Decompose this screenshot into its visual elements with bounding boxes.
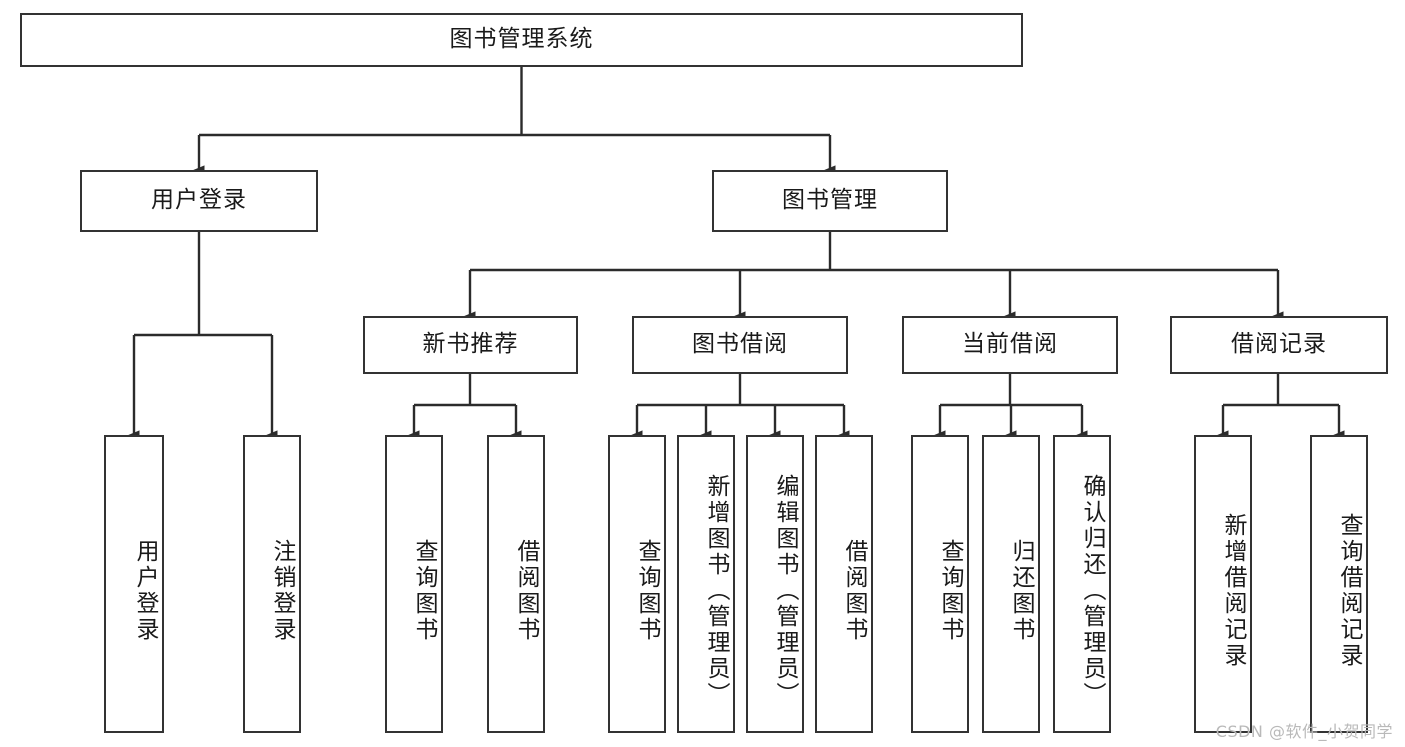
node-new-book-recommend-label: 新书推荐 bbox=[422, 331, 519, 358]
node-leaf-borrow-book-rec-label: 借阅图书 bbox=[513, 539, 539, 643]
node-user-login-label: 用户登录 bbox=[151, 187, 247, 214]
node-leaf-edit-book-admin-label: 编辑图书（管理员） bbox=[772, 474, 798, 708]
node-user-login[interactable]: 用户登录 bbox=[80, 170, 318, 232]
node-leaf-query-book-cur-label: 查询图书 bbox=[937, 539, 963, 643]
node-leaf-borrow-book-bor-label: 借阅图书 bbox=[841, 539, 867, 643]
node-leaf-query-borrow-record[interactable]: 查询借阅记录 bbox=[1310, 435, 1368, 733]
node-current-borrow-label: 当前借阅 bbox=[962, 331, 1058, 358]
watermark: CSDN @软件_小贺同学 bbox=[1215, 722, 1393, 741]
node-root-label: 图书管理系统 bbox=[449, 26, 594, 53]
node-leaf-user-login[interactable]: 用户登录 bbox=[104, 435, 164, 733]
node-book-borrow-label: 图书借阅 bbox=[692, 331, 788, 358]
node-leaf-add-borrow-record[interactable]: 新增借阅记录 bbox=[1194, 435, 1252, 733]
node-book-manage[interactable]: 图书管理 bbox=[712, 170, 948, 232]
node-leaf-query-borrow-record-label: 查询借阅记录 bbox=[1336, 513, 1362, 669]
node-book-manage-label: 图书管理 bbox=[782, 187, 878, 214]
node-root[interactable]: 图书管理系统 bbox=[20, 13, 1023, 67]
node-leaf-return-book-label: 归还图书 bbox=[1008, 539, 1034, 643]
node-leaf-query-book-cur[interactable]: 查询图书 bbox=[911, 435, 969, 733]
node-leaf-user-login-label: 用户登录 bbox=[132, 539, 158, 643]
node-leaf-edit-book-admin[interactable]: 编辑图书（管理员） bbox=[746, 435, 804, 733]
node-leaf-user-logout[interactable]: 注销登录 bbox=[243, 435, 301, 733]
node-leaf-query-book-rec-label: 查询图书 bbox=[411, 539, 437, 643]
node-leaf-query-book-bor-label: 查询图书 bbox=[634, 539, 660, 643]
node-new-book-recommend[interactable]: 新书推荐 bbox=[363, 316, 578, 374]
node-leaf-confirm-return-admin[interactable]: 确认归还（管理员） bbox=[1053, 435, 1111, 733]
node-leaf-query-book-rec[interactable]: 查询图书 bbox=[385, 435, 443, 733]
node-leaf-user-logout-label: 注销登录 bbox=[269, 539, 295, 643]
node-leaf-add-book-admin[interactable]: 新增图书（管理员） bbox=[677, 435, 735, 733]
node-leaf-query-book-bor[interactable]: 查询图书 bbox=[608, 435, 666, 733]
node-leaf-borrow-book-bor[interactable]: 借阅图书 bbox=[815, 435, 873, 733]
node-leaf-confirm-return-admin-label: 确认归还（管理员） bbox=[1079, 474, 1105, 708]
node-leaf-borrow-book-rec[interactable]: 借阅图书 bbox=[487, 435, 545, 733]
node-leaf-add-book-admin-label: 新增图书（管理员） bbox=[703, 474, 729, 708]
node-borrow-record[interactable]: 借阅记录 bbox=[1170, 316, 1388, 374]
node-borrow-record-label: 借阅记录 bbox=[1231, 331, 1327, 358]
node-leaf-add-borrow-record-label: 新增借阅记录 bbox=[1220, 513, 1246, 669]
node-leaf-return-book[interactable]: 归还图书 bbox=[982, 435, 1040, 733]
node-current-borrow[interactable]: 当前借阅 bbox=[902, 316, 1118, 374]
node-book-borrow[interactable]: 图书借阅 bbox=[632, 316, 848, 374]
